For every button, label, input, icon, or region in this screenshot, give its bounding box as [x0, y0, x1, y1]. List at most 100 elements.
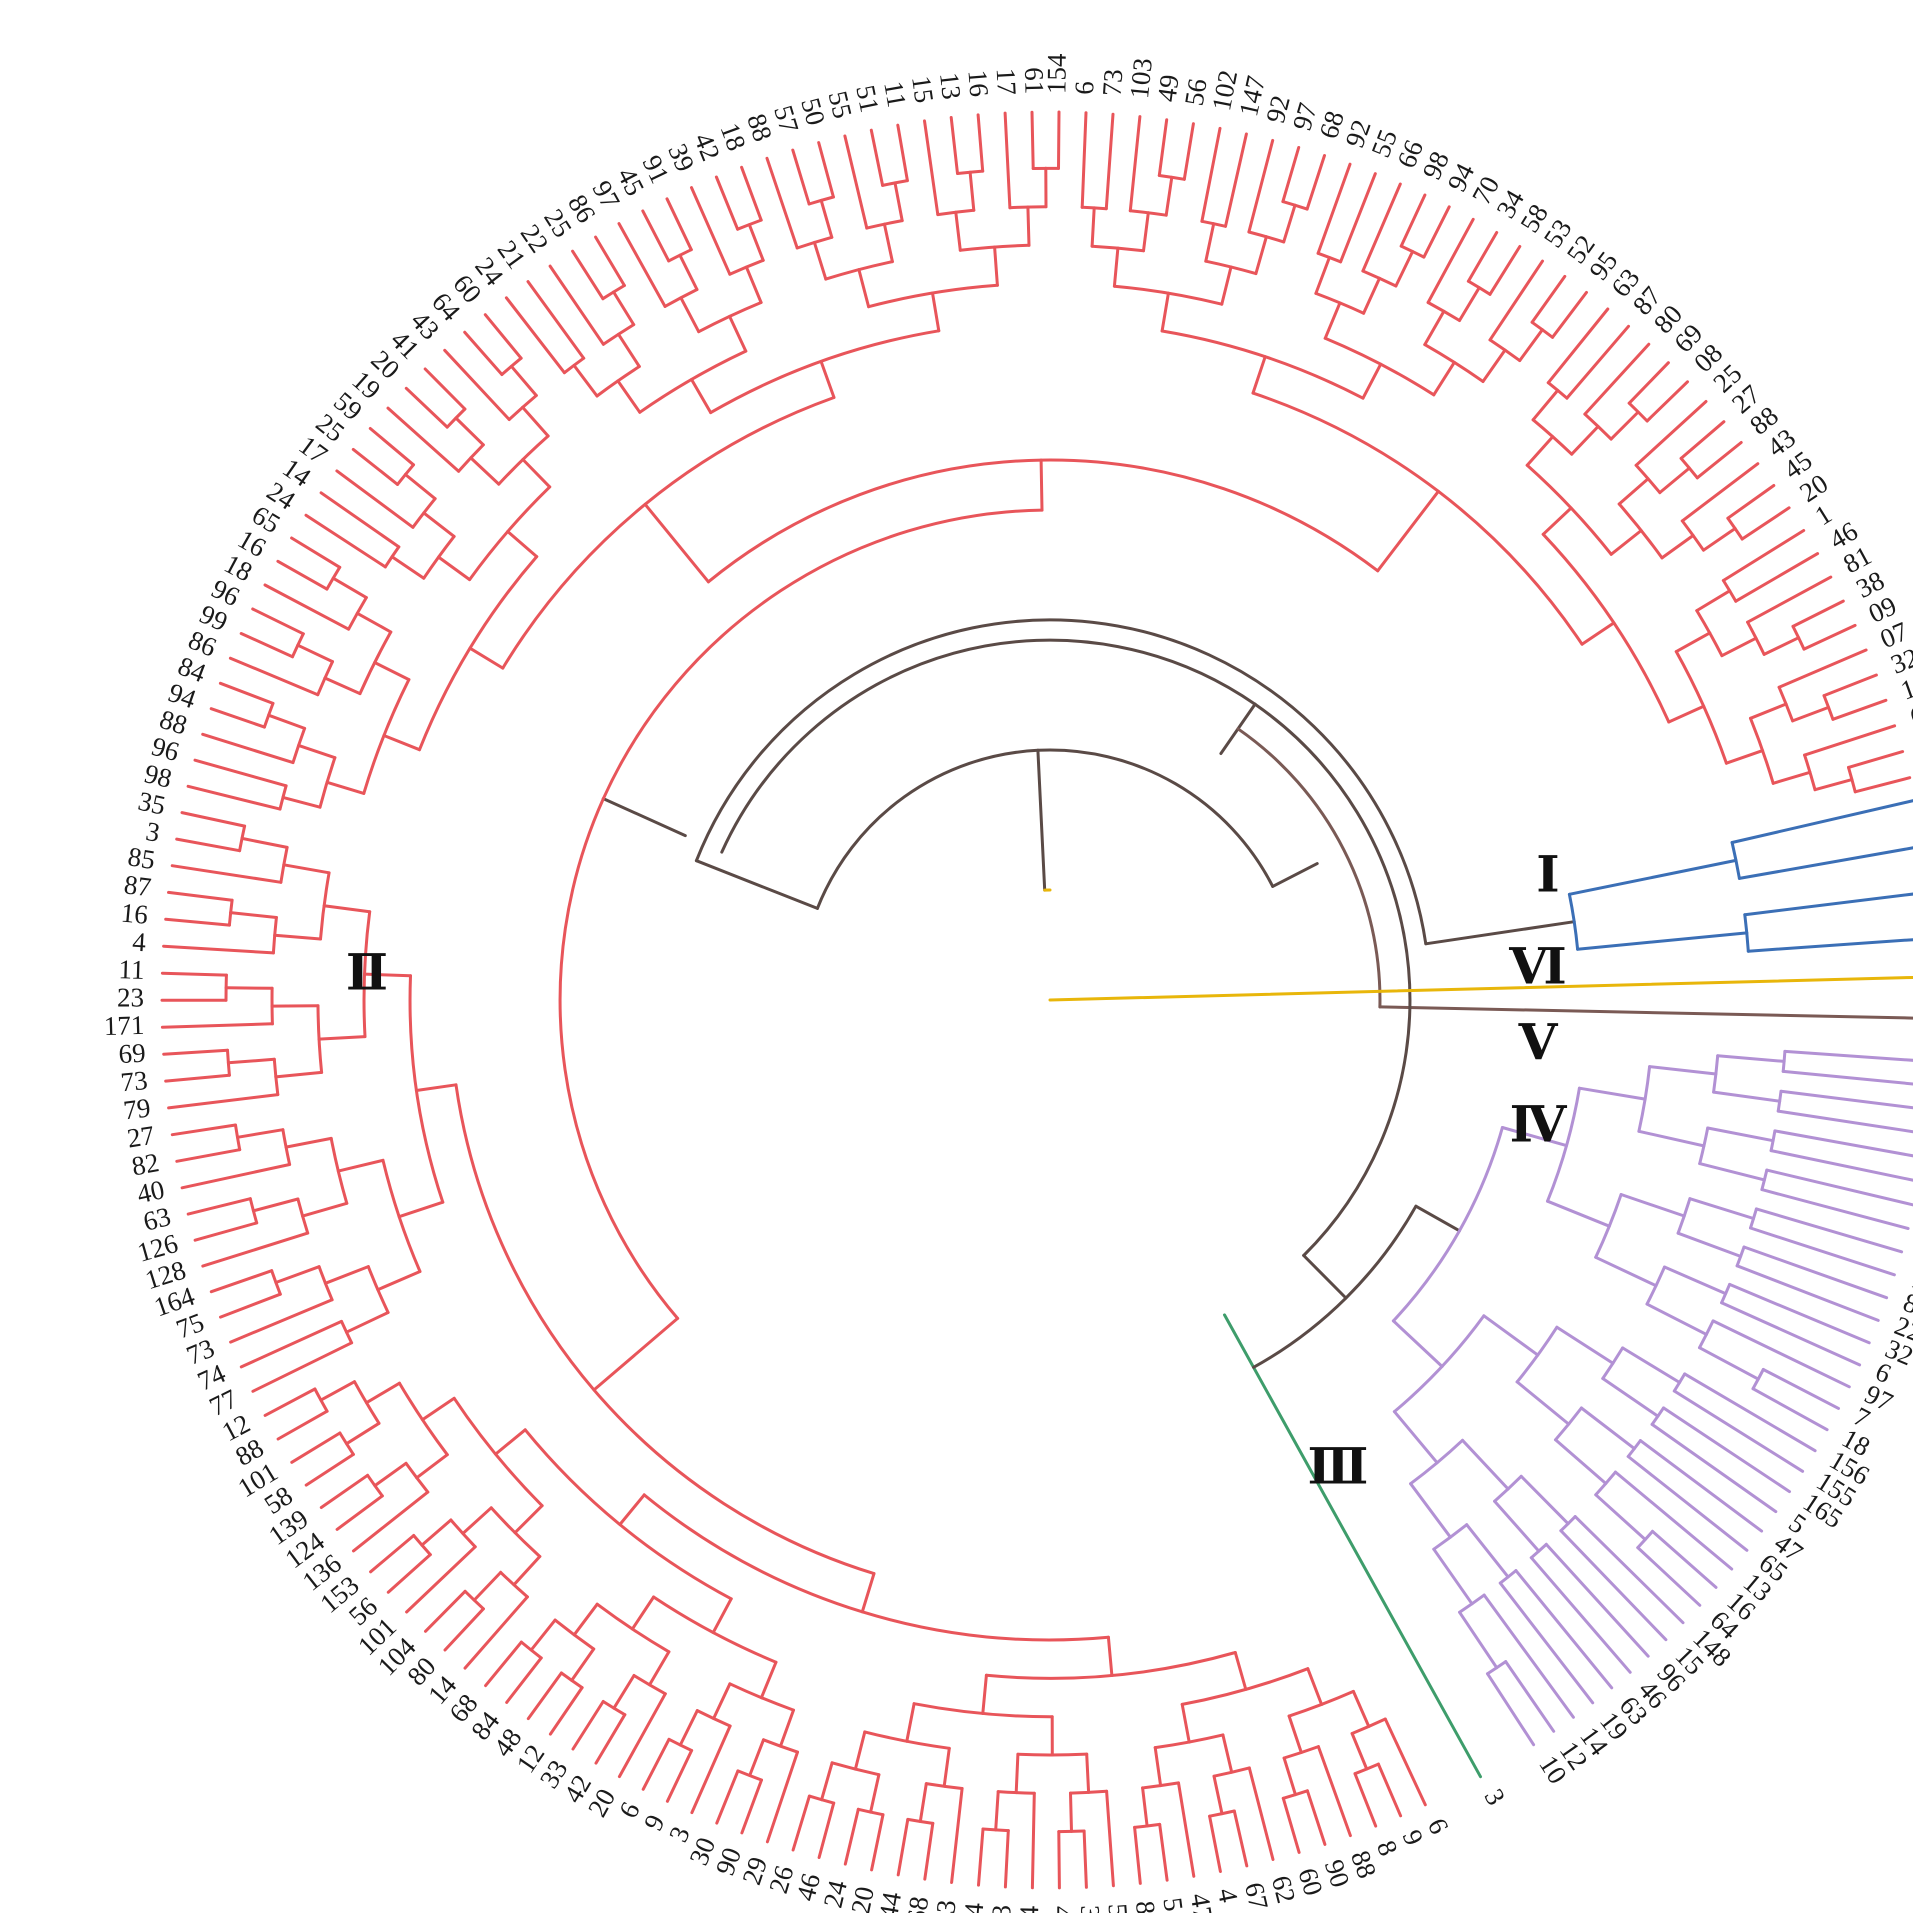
- leaf-label: 79: [122, 1092, 152, 1125]
- branch: [369, 1534, 416, 1574]
- leaf-label: 43: [929, 1898, 962, 1913]
- branch: [1672, 1389, 1805, 1473]
- branch: [229, 1298, 334, 1344]
- branch: [817, 1801, 836, 1859]
- branch: [443, 348, 511, 421]
- branch: [443, 1607, 485, 1652]
- branch: [218, 681, 275, 705]
- branch: [1554, 1438, 1608, 1485]
- branch: [1730, 799, 1913, 844]
- branch: [1743, 892, 1913, 917]
- branch: [918, 1782, 928, 1823]
- branch: [1762, 636, 1801, 656]
- branch: [463, 1595, 529, 1670]
- branch: [355, 611, 393, 634]
- branch: [648, 1650, 671, 1687]
- branch: [641, 1737, 671, 1791]
- leaf-label: 27: [125, 1120, 156, 1154]
- branch: [1802, 623, 1857, 651]
- branch: [1361, 182, 1402, 273]
- leaf-label: 85: [126, 841, 157, 875]
- branch: [748, 1738, 765, 1777]
- leaf-label: 73: [1097, 68, 1129, 97]
- branch: [521, 405, 550, 438]
- branch: [678, 1709, 699, 1747]
- branch: [1282, 1756, 1297, 1797]
- branch: [1212, 1774, 1224, 1816]
- branch: [630, 1595, 656, 1631]
- branch: [304, 513, 387, 569]
- branch: [1803, 724, 1897, 757]
- branch: [1698, 1346, 1760, 1381]
- leaf-label: 171: [103, 1010, 144, 1041]
- branch: [993, 245, 999, 287]
- branch: [1160, 291, 1170, 333]
- leaf-label: 51: [850, 82, 885, 114]
- branch: [403, 473, 437, 501]
- branch: [164, 917, 231, 927]
- branch: [382, 734, 421, 752]
- branch: [463, 330, 504, 376]
- branch: [548, 1686, 584, 1736]
- clade-label-V: Ⅴ: [1518, 1014, 1559, 1070]
- branch: [1323, 301, 1342, 340]
- leaf-label: 69: [118, 1038, 147, 1070]
- branch: [1580, 621, 1616, 646]
- branch: [1353, 1772, 1378, 1828]
- branch: [325, 780, 366, 795]
- branch: [1716, 1054, 1786, 1063]
- branch: [1500, 1126, 1568, 1148]
- branch: [1637, 1129, 1706, 1148]
- node-arc: [706, 458, 1380, 584]
- branch: [1048, 975, 1913, 1002]
- branch: [791, 1794, 811, 1852]
- branch: [744, 265, 763, 304]
- branch: [1634, 400, 1708, 467]
- branch: [617, 332, 641, 368]
- branch: [1544, 1542, 1650, 1658]
- branch: [896, 1817, 910, 1877]
- branch: [1760, 1188, 1910, 1230]
- branch: [1751, 1387, 1829, 1432]
- branch: [273, 933, 322, 941]
- branch: [1057, 1830, 1061, 1890]
- branch: [263, 583, 351, 631]
- branch: [690, 1724, 732, 1815]
- branch: [1498, 1581, 1595, 1705]
- branch: [251, 1341, 354, 1393]
- branch: [1791, 705, 1830, 723]
- branch: [1749, 702, 1788, 720]
- branch: [1546, 307, 1610, 385]
- branch: [386, 1553, 432, 1594]
- branch: [1057, 110, 1061, 170]
- leaf-label: 3: [144, 816, 163, 848]
- branch: [1847, 750, 1905, 769]
- branch: [1667, 704, 1706, 724]
- branch: [1220, 265, 1233, 306]
- branch: [1658, 466, 1691, 495]
- branch: [317, 1035, 367, 1041]
- branch: [345, 1421, 381, 1446]
- branch: [896, 123, 909, 183]
- branch: [1680, 462, 1760, 523]
- branch: [977, 1827, 985, 1887]
- branch: [1529, 1556, 1632, 1674]
- branch: [1104, 112, 1115, 211]
- branch: [1594, 1493, 1647, 1541]
- branch: [618, 1493, 646, 1526]
- branch: [1391, 1319, 1444, 1368]
- branch: [641, 209, 671, 263]
- branch: [404, 386, 449, 429]
- branch: [1614, 1470, 1734, 1571]
- branch: [1648, 1065, 1718, 1076]
- branch: [1394, 250, 1415, 288]
- branch: [251, 1197, 300, 1213]
- branch: [1853, 776, 1912, 794]
- branch: [1791, 599, 1845, 628]
- branch: [1488, 259, 1544, 342]
- branch: [1570, 425, 1600, 456]
- branch: [193, 758, 288, 788]
- branch: [1737, 846, 1913, 880]
- branch: [229, 911, 278, 919]
